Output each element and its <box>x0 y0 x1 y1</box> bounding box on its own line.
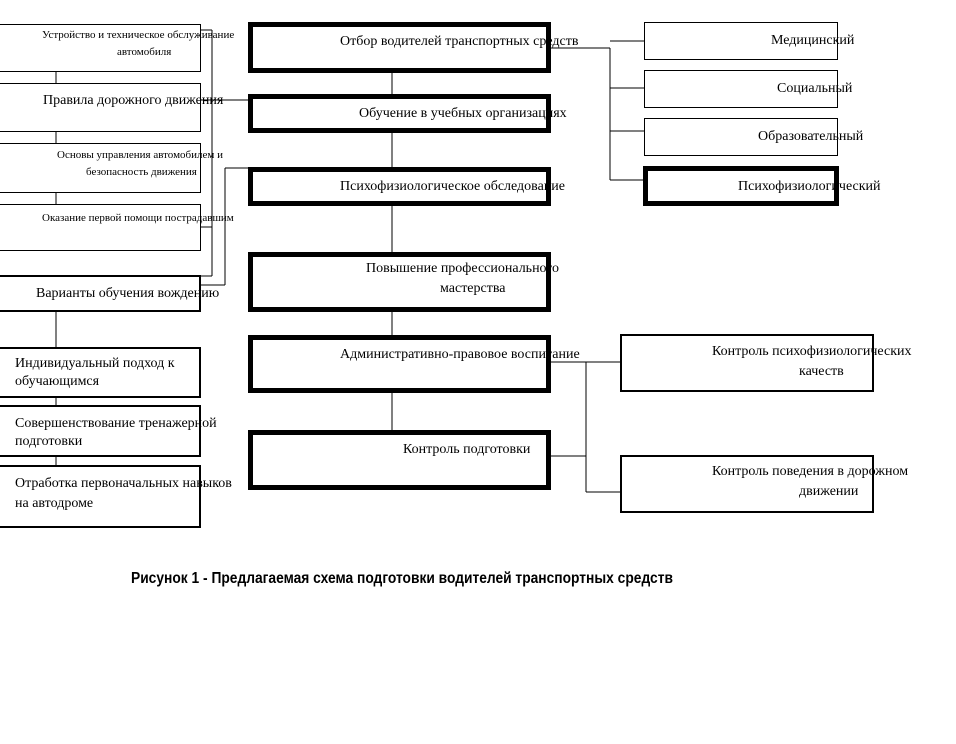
label-control-behavior-line1: Контроль поведения в дорожном <box>712 464 909 479</box>
box-selection <box>248 22 551 73</box>
label-first-aid: Оказание первой помощи пострадавшим <box>42 212 234 224</box>
box-educational <box>644 118 838 156</box>
label-training: Обучение в учебных организациях <box>359 106 567 121</box>
label-practice-line2: на автодроме <box>15 496 94 511</box>
label-simulator-line1: Совершенствование тренажерной <box>15 416 217 431</box>
box-variants <box>0 275 201 312</box>
label-skill-line2: мастерства <box>440 281 506 296</box>
box-medical <box>644 22 838 60</box>
label-admin: Административно-правовое воспитание <box>340 347 580 362</box>
box-social <box>644 70 838 108</box>
label-basics-line2: безопасность движения <box>86 166 197 178</box>
label-practice-line1: Отработка первоначальных навыков <box>15 476 232 491</box>
label-individual-line1: Индивидуальный подход к <box>15 356 175 371</box>
label-individual-line2: обучающимся <box>15 374 100 389</box>
box-control <box>248 430 551 490</box>
label-variants: Варианты обучения вождению <box>36 286 220 301</box>
label-control-behavior-line2: движении <box>799 484 859 499</box>
label-psycho-exam: Психофизиологическое обследование <box>340 179 566 194</box>
label-social: Социальный <box>777 81 853 96</box>
box-training <box>248 94 551 133</box>
label-educational: Образовательный <box>758 129 864 144</box>
label-control: Контроль подготовки <box>403 442 531 457</box>
box-first-aid <box>0 204 201 251</box>
label-device-line2: автомобиля <box>117 46 172 58</box>
label-medical: Медицинский <box>771 33 855 48</box>
box-basics <box>0 143 201 193</box>
label-skill-line1: Повышение профессионального <box>366 261 559 276</box>
box-admin <box>248 335 551 393</box>
box-simulator <box>0 405 201 457</box>
label-psycho: Психофизиологический <box>738 179 881 194</box>
figure-caption: Рисунок 1 - Предлагаемая схема подготовк… <box>131 570 673 587</box>
label-device-line1: Устройство и техническое обслуживание <box>42 29 235 41</box>
box-psycho <box>643 166 839 206</box>
box-individual <box>0 347 201 398</box>
box-practice <box>0 465 201 528</box>
box-control-behavior <box>620 455 874 513</box>
box-control-psycho <box>620 334 874 392</box>
label-basics-line1: Основы управления автомобилем и <box>57 149 223 161</box>
box-rules <box>0 83 201 132</box>
box-skill <box>248 252 551 312</box>
label-simulator-line2: подготовки <box>15 434 83 449</box>
label-rules: Правила дорожного движения <box>43 93 224 108</box>
label-selection: Отбор водителей транспортных средств <box>340 34 579 49</box>
box-device <box>0 24 201 72</box>
box-psycho-exam <box>248 167 551 206</box>
label-control-psycho-line2: качеств <box>799 364 844 379</box>
label-control-psycho-line1: Контроль психофизиологических <box>712 344 912 359</box>
